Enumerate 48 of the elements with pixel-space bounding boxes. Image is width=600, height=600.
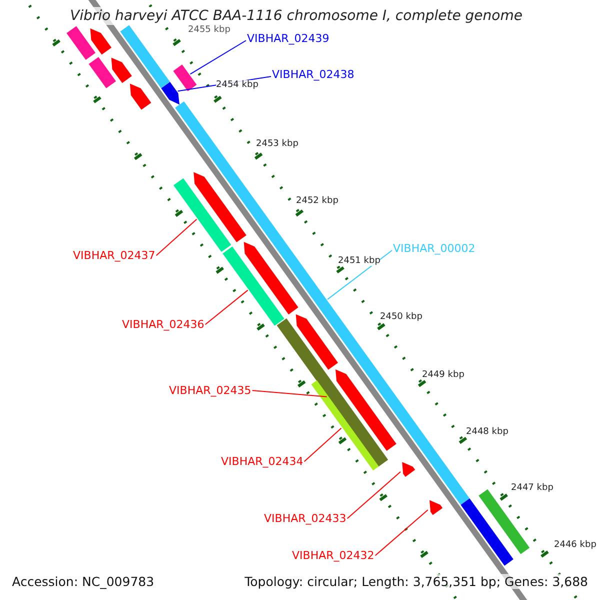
gene-feature [90, 28, 112, 55]
gene-feature [311, 380, 379, 470]
gene-feature [296, 314, 338, 370]
gene-feature [430, 500, 443, 515]
leader-line [346, 471, 401, 519]
gene-feature [88, 57, 116, 88]
gene-label: VIBHAR_02434 [221, 455, 304, 468]
gene-label: VIBHAR_02432 [292, 549, 374, 562]
leader-line [252, 390, 328, 398]
gene-label: VIBHAR_02433 [264, 512, 346, 525]
scale-label: 2454 kbp [216, 80, 258, 90]
map-info-text: Accession: NC_009783 [10, 574, 156, 589]
scale-label: 2448 kbp [466, 427, 508, 437]
gene-feature [66, 26, 96, 60]
leader-line [374, 509, 428, 556]
leader-line [190, 40, 246, 75]
scale-label: 2455 kbp [188, 25, 230, 35]
gene-feature [120, 25, 170, 88]
gene-feature [173, 64, 197, 92]
gene-label: VIBHAR_00002 [393, 242, 476, 255]
scale-label: 2452 kbp [296, 196, 338, 206]
map-info-text: Topology: circular; Length: 3,765,351 bp; Genes: 3,688 [242, 574, 590, 589]
gene-feature [402, 462, 416, 477]
gene-feature [460, 498, 514, 566]
leader-line [204, 290, 248, 325]
scale-label: 2449 kbp [422, 370, 464, 380]
scale-label: 2447 kbp [511, 483, 554, 493]
gene-feature [478, 489, 530, 554]
gene-label: VIBHAR_02438 [272, 68, 354, 81]
gene-feature [336, 369, 396, 451]
gene-label: VIBHAR_02436 [122, 318, 204, 331]
gene-feature [174, 178, 232, 252]
scale-label: 2451 kbp [338, 256, 380, 266]
gene-label: VIBHAR_02437 [73, 249, 156, 262]
gene-feature [222, 246, 284, 326]
leader-line [156, 218, 198, 256]
scale-label: 2453 kbp [256, 139, 298, 149]
gene-feature [130, 84, 152, 110]
gene-feature [111, 58, 132, 83]
gene-label: VIBHAR_02435 [169, 384, 252, 397]
gene-feature [194, 172, 246, 242]
gene-label: VIBHAR_02439 [247, 32, 330, 45]
scale-label: 2450 kbp [380, 312, 422, 322]
leader-line [327, 250, 392, 300]
gene-feature [161, 82, 180, 105]
gene-feature [244, 242, 298, 314]
leader-line [304, 428, 342, 462]
scale-label: 2446 kbp [554, 540, 596, 550]
